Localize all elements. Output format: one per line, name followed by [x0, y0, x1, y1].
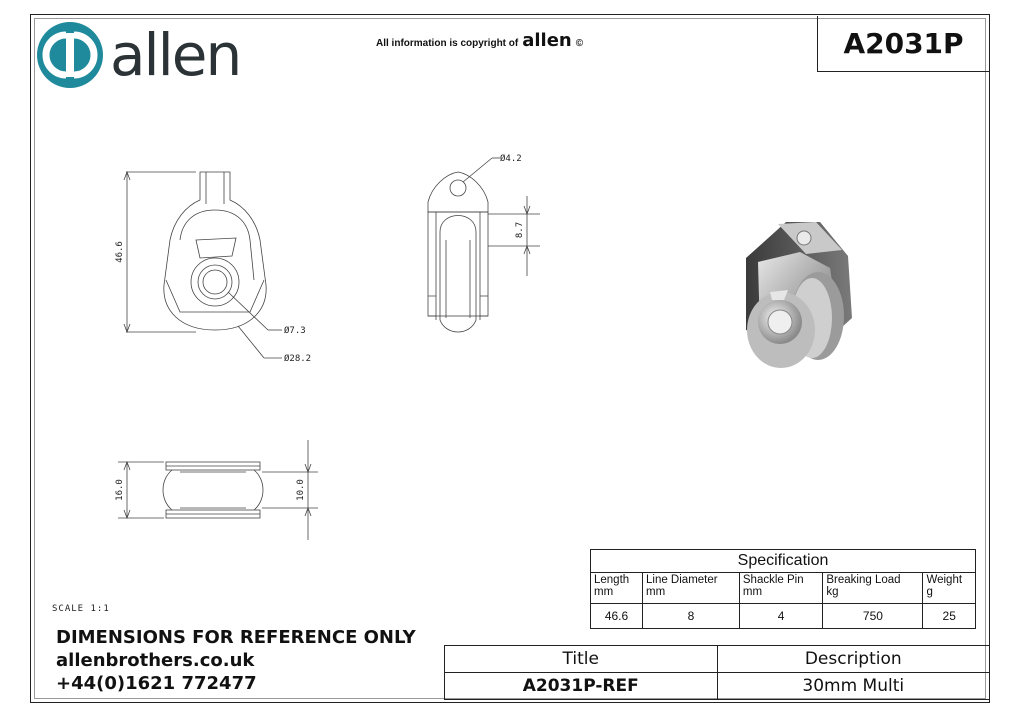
- dim-hole: Ø4.2: [500, 153, 522, 164]
- spec-header-name: Weight: [926, 574, 963, 586]
- spec-header-name: Shackle Pin: [742, 574, 804, 586]
- spec-header-name: Length: [594, 574, 630, 586]
- specification-header-row: Length mm Line Diameter mm Shackle Pin m…: [590, 572, 976, 604]
- side-view: [427, 157, 540, 333]
- spec-header-weight: Weight g: [922, 572, 976, 604]
- spec-header-unit: mm: [742, 586, 763, 598]
- spec-header-unit: mm: [646, 586, 666, 598]
- title-block: Title Description A2031P-REF 30mm Multi: [444, 645, 990, 700]
- scale-label: SCALE 1:1: [52, 604, 110, 614]
- copyright-notice: All information is copyright of allen ©: [376, 30, 583, 51]
- spec-value-shackle-pin: 4: [738, 603, 824, 629]
- allen-logo: allen: [36, 20, 242, 90]
- dim-sheave: Ø28.2: [284, 353, 311, 364]
- spec-header-breaking-load: Breaking Load kg: [822, 572, 924, 604]
- title-label: Title: [444, 645, 718, 673]
- phone-number: +44(0)1621 772477: [56, 673, 257, 694]
- front-view: [123, 170, 282, 359]
- allen-logo-mark-icon: [37, 22, 103, 88]
- description-label: Description: [716, 645, 990, 673]
- copyright-brand: allen: [522, 30, 572, 51]
- website: allenbrothers.co.uk: [56, 650, 255, 671]
- reference-note: DIMENSIONS FOR REFERENCE ONLY: [56, 627, 416, 648]
- dim-sheave-gap: 8.7: [515, 222, 525, 238]
- specification-table: Specification Length mm Line Diameter mm…: [590, 549, 976, 629]
- spec-value-breaking-load: 750: [822, 603, 924, 629]
- title-value: A2031P-REF: [444, 672, 718, 700]
- dim-width-inner: 10.0: [296, 479, 306, 501]
- reference-notes: DIMENSIONS FOR REFERENCE ONLY allenbroth…: [56, 626, 416, 695]
- spec-header-unit: kg: [826, 586, 839, 598]
- spec-header-unit: mm: [594, 586, 614, 598]
- spec-header-name: Breaking Load: [826, 574, 901, 586]
- spec-header-shackle-pin: Shackle Pin mm: [738, 572, 824, 604]
- spec-value-weight: 25: [922, 603, 976, 629]
- specification-title: Specification: [590, 549, 976, 573]
- specification-value-row: 46.6 8 4 750 25: [590, 603, 976, 629]
- spec-value-line-diameter: 8: [642, 603, 740, 629]
- block-3d-render: [746, 222, 852, 368]
- dim-width-outer: 16.0: [115, 479, 125, 501]
- description-value: 30mm Multi: [716, 672, 990, 700]
- logo-wordmark: allen: [110, 21, 242, 89]
- copyright-mark: ©: [575, 38, 584, 49]
- spec-header-unit: g: [926, 586, 933, 598]
- spec-header-line-diameter: Line Diameter mm: [642, 572, 740, 604]
- drawing-frame: [30, 14, 990, 703]
- copyright-text: All information is copyright of: [376, 38, 519, 49]
- dim-height: 46.6: [115, 241, 125, 263]
- dim-pin: Ø7.3: [284, 325, 306, 336]
- part-number-box: A2031P: [817, 16, 989, 72]
- spec-header-length: Length mm: [590, 572, 643, 604]
- bottom-view: [118, 440, 318, 540]
- spec-header-name: Line Diameter: [646, 574, 718, 586]
- spec-value-length: 46.6: [590, 603, 643, 629]
- part-number: A2031P: [843, 27, 964, 60]
